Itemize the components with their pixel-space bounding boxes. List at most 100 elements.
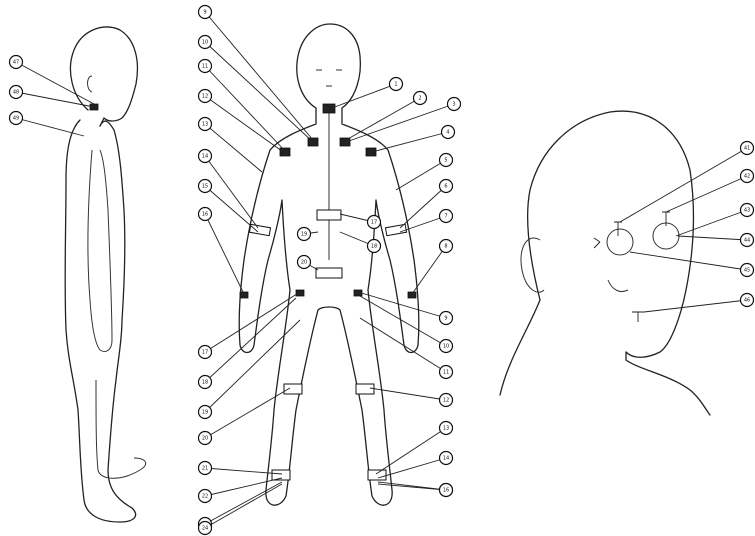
marker-number: 46: [744, 298, 750, 304]
marker-number: 12: [202, 94, 208, 100]
marker-fr-10: 10: [440, 340, 453, 353]
marker-number: 18: [371, 244, 377, 250]
marker-fl-8: 16: [199, 208, 212, 221]
side-head-outline: [70, 27, 137, 126]
leader-line-side-1: [16, 62, 94, 104]
marker-number: 47: [13, 60, 19, 66]
marker-number: 1: [394, 82, 397, 88]
marker-fl-9: 17: [199, 346, 212, 359]
marker-fl-13: 21: [199, 462, 212, 475]
marker-face-5: 45: [741, 264, 754, 277]
marker-number: 16: [443, 488, 449, 494]
leader-line-fr-12: [370, 388, 446, 400]
leader-line-face-4: [678, 236, 747, 240]
sensor-left-wrist: [240, 292, 248, 298]
marker-number: 14: [443, 456, 449, 462]
marker-fr-12: 12: [440, 394, 453, 407]
band-right-knee: [356, 384, 374, 394]
leader-line-side-3: [16, 118, 84, 136]
marker-fl-7: 15: [199, 180, 212, 193]
leader-line-fr-16: [378, 484, 446, 490]
marker-fl-14: 22: [199, 490, 212, 503]
marker-fl-5: 13: [199, 118, 212, 131]
marker-number: 5: [444, 158, 447, 164]
marker-fl-3: 11: [199, 60, 212, 73]
marker-fr-9: 9: [440, 312, 453, 325]
sensor-right-upper-arm: [366, 148, 376, 156]
leader-line-fl-15: [205, 482, 282, 524]
leader-line-fr-2: [346, 98, 420, 140]
band-left-knee: [284, 384, 302, 394]
marker-number: 10: [443, 344, 449, 350]
marker-number: 7: [444, 214, 447, 220]
side-back-leg: [96, 380, 146, 478]
marker-number: 20: [202, 436, 208, 442]
band-chest: [317, 210, 341, 220]
marker-fr-7: 7: [440, 210, 453, 223]
marker-face-4: 44: [741, 234, 754, 247]
marker-fl-4: 12: [199, 90, 212, 103]
marker-fc-4: 20: [298, 256, 311, 269]
marker-number: 9: [203, 10, 206, 16]
marker-number: 19: [202, 410, 208, 416]
leader-line-fl-11: [205, 320, 300, 412]
marker-number: 10: [202, 40, 208, 46]
band-right-ankle: [368, 470, 386, 480]
side-arm-outline: [88, 150, 112, 352]
leader-line-fl-14: [205, 478, 282, 496]
marker-fr-1: 1: [390, 78, 403, 91]
leader-line-side-2: [16, 92, 94, 107]
marker-fr-5: 5: [440, 154, 453, 167]
marker-number: 42: [744, 174, 750, 180]
marker-fl-11: 19: [199, 406, 212, 419]
marker-fl-6: 14: [199, 150, 212, 163]
marker-number: 13: [443, 426, 449, 432]
leader-line-fl-12: [205, 388, 290, 438]
marker-fr-8: 8: [440, 240, 453, 253]
leader-line-fl-4: [205, 96, 286, 154]
marker-number: 8: [444, 244, 447, 250]
marker-number: 11: [443, 370, 449, 376]
band-waist: [316, 268, 342, 278]
marker-number: 48: [13, 90, 19, 96]
marker-face-1: 41: [741, 142, 754, 155]
marker-fr-11: 11: [440, 366, 453, 379]
marker-face-3: 43: [741, 204, 754, 217]
sensor-brow-right: [662, 212, 670, 226]
marker-number: 22: [202, 494, 208, 500]
leader-line-fr-5: [396, 160, 446, 190]
marker-number: 15: [202, 184, 208, 190]
marker-number: 3: [452, 102, 455, 108]
face-eye-right: [653, 223, 679, 249]
sensor-symbols: [90, 104, 670, 480]
marker-face-6: 46: [741, 294, 754, 307]
marker-fc-2: 18: [368, 240, 381, 253]
marker-number: 6: [444, 184, 447, 190]
sensor-left-upper-arm: [280, 148, 290, 156]
marker-number: 43: [744, 208, 750, 214]
marker-fl-12: 20: [199, 432, 212, 445]
face-eye-left: [607, 229, 633, 255]
leader-line-fr-4: [372, 132, 448, 152]
marker-number: 2: [418, 96, 421, 102]
marker-fc-3: 19: [298, 228, 311, 241]
leader-line-fr-8: [412, 246, 446, 294]
marker-fl-1: 9: [199, 6, 212, 19]
marker-number: 17: [202, 350, 208, 356]
marker-fl-10: 18: [199, 376, 212, 389]
marker-number: 49: [13, 116, 19, 122]
marker-number: 4: [446, 130, 449, 136]
marker-fr-13: 13: [440, 422, 453, 435]
leader-line-face-2: [666, 176, 747, 212]
marker-number: 11: [202, 64, 208, 70]
sensor-eye-corner: [594, 238, 600, 248]
marker-side-2: 48: [10, 86, 23, 99]
marker-side-3: 49: [10, 112, 23, 125]
leader-line-fl-2: [205, 42, 313, 142]
marker-number: 19: [301, 232, 307, 238]
marker-fr-16: 16: [440, 484, 453, 497]
leader-line-fl-13: [205, 468, 282, 474]
marker-number: 14: [202, 154, 208, 160]
front-face-features: [316, 70, 342, 86]
leader-line-fr-11: [360, 318, 446, 372]
